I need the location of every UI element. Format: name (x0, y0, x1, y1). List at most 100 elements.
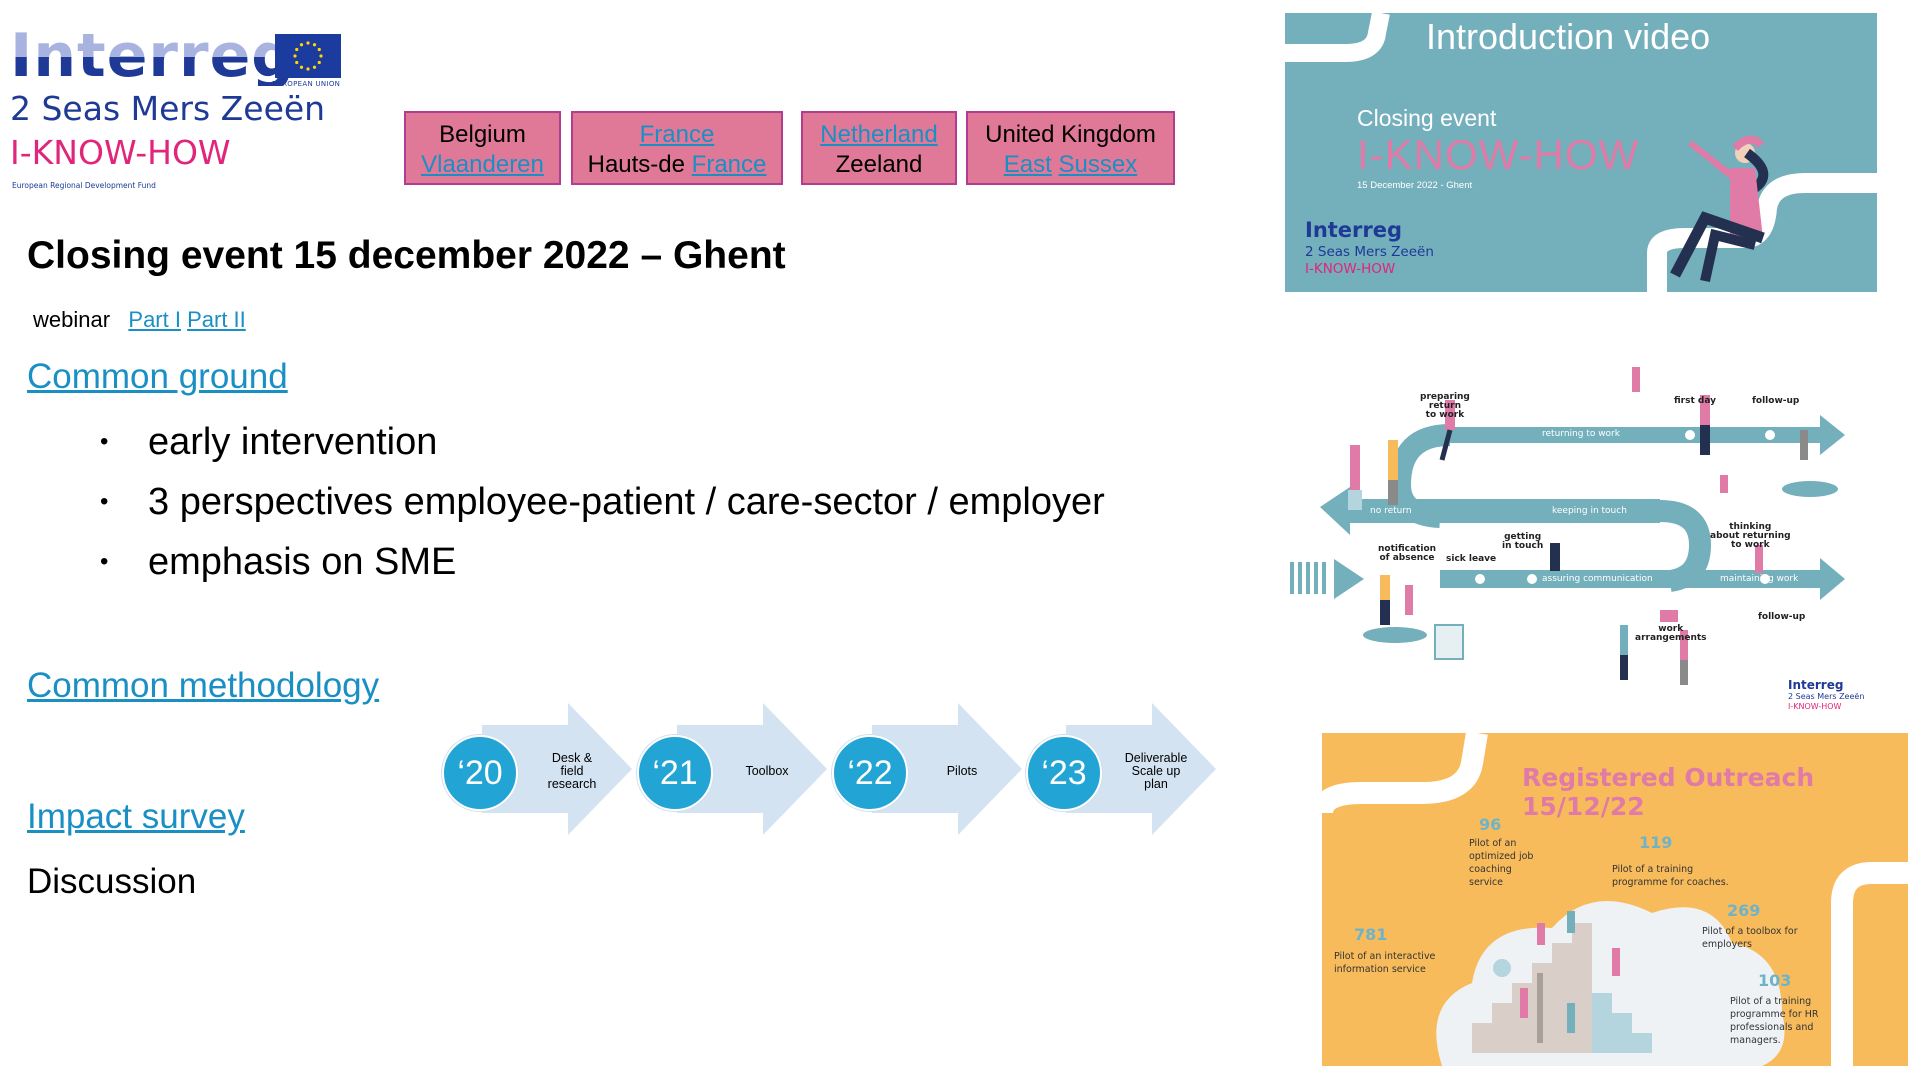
label-sick-leave: sick leave (1446, 554, 1497, 564)
label-maintaining-work: maintaining work (1720, 574, 1799, 584)
video-closing-label: Closing event (1357, 105, 1497, 131)
outreach-desc: Pilot of a toolbox for employers (1702, 926, 1798, 950)
bullet-icon: • (100, 488, 109, 515)
outreach-desc: Pilot of a training programme for coache… (1612, 864, 1729, 888)
outreach-value: 96 (1479, 815, 1502, 834)
video-logo-programme: 2 Seas Mers Zeeën (1305, 244, 1434, 260)
chevron-arrow-icon (1066, 703, 1216, 835)
eu-star-icon (295, 60, 299, 65)
eu-star-icon (317, 60, 321, 65)
outreach-desc: Pilot of an interactive information serv… (1334, 951, 1436, 975)
label-no-return: no return (1370, 506, 1412, 516)
timeline-year: ‘22 (832, 735, 908, 811)
region-box-belgium: Belgium Vlaanderen (404, 111, 561, 185)
timeline-year: ‘20 (442, 735, 518, 811)
chevron-arrow-icon (872, 703, 1022, 835)
impact-survey-link[interactable]: Impact survey (27, 797, 245, 836)
discussion-label: Discussion (27, 862, 197, 901)
webinar-row: webinar Part I Part II (33, 307, 246, 333)
label-work-arrangements: work arrangements (1635, 624, 1707, 643)
region-country: United Kingdom (985, 121, 1156, 148)
timeline-label: Pilots (946, 763, 978, 778)
eu-star-icon (319, 54, 323, 58)
people-illustration-icon (1348, 367, 1838, 685)
label-getting-in-touch: getting in touch (1502, 532, 1544, 551)
region-box-netherland: Netherland Zeeland (801, 111, 957, 185)
webinar-label: webinar (33, 307, 111, 332)
region-link-sussex[interactable]: Sussex (1058, 151, 1138, 178)
interreg-logo: Interreg (10, 21, 296, 91)
decorative-wave-icon (1285, 13, 1877, 292)
timeline-year: ‘23 (1026, 735, 1102, 811)
webinar-part2-link[interactable]: Part II (187, 307, 246, 332)
outreach-value: 781 (1354, 925, 1388, 944)
outreach-value: 119 (1639, 833, 1673, 852)
bullet-item: •early intervention (100, 420, 438, 463)
road-path-icon (1290, 367, 1845, 685)
eu-star-icon (299, 43, 304, 47)
label-follow-up-bottom: follow-up (1758, 612, 1806, 622)
label-first-day: first day (1674, 396, 1717, 406)
programme-name: 2 Seas Mers Zeeën (10, 89, 326, 128)
common-ground-link[interactable]: Common ground (27, 357, 288, 396)
timeline-label: Toolbox (745, 763, 789, 778)
video-project-name: I-KNOW-HOW (1357, 131, 1640, 178)
page-title: Closing event 15 december 2022 – Ghent (27, 234, 786, 277)
label-thinking-returning: thinking about returning to work (1710, 522, 1791, 550)
outreach-value: 103 (1758, 971, 1792, 990)
region-link-east[interactable]: East (1003, 151, 1052, 178)
cloud-stairs-illustration-icon (1436, 901, 1785, 1066)
introduction-video-thumbnail[interactable]: Introduction video Closing event I-KNOW-… (1285, 13, 1877, 292)
outreach-desc: Pilot of a training programme for HR pro… (1730, 996, 1819, 1046)
eu-star-icon (317, 47, 321, 52)
mini-logo-brand: Interreg (1788, 678, 1844, 692)
region-box-france: France Hauts-de France (571, 111, 783, 185)
timeline-step: ‘21 Toolbox (637, 703, 847, 835)
eu-star-icon (306, 67, 310, 71)
region-label: Hauts-de (587, 151, 692, 178)
label-assuring-communication: assuring communication (1542, 574, 1653, 584)
chevron-arrow-icon (677, 703, 827, 835)
region-label: Zeeland (835, 151, 923, 178)
common-methodology-link[interactable]: Common methodology (27, 666, 380, 705)
outreach-title: Registered Outreach 15/12/22 (1522, 763, 1815, 821)
label-follow-up-top: follow-up (1752, 396, 1800, 406)
region-link-netherland[interactable]: Netherland (820, 121, 938, 148)
region-box-uk: United Kingdom East Sussex (966, 111, 1175, 185)
eu-star-icon (312, 65, 317, 69)
mini-logo-programme: 2 Seas Mers Zeeën (1788, 692, 1865, 701)
region-link-hauts-de-france[interactable]: France (691, 151, 767, 178)
decorative-wave-icon (1322, 733, 1908, 1066)
eu-star-icon (299, 65, 304, 69)
bullet-list: •early intervention •3 perspectives empl… (100, 412, 1105, 592)
video-logo-brand: Interreg (1305, 218, 1403, 242)
webinar-part1-link[interactable]: Part I (128, 307, 181, 332)
eu-star-icon (306, 41, 310, 45)
eu-flag-icon (275, 34, 341, 78)
timeline-year: ‘21 (637, 735, 713, 811)
return-to-work-diagram: preparing return to work returning to wo… (1280, 355, 1880, 720)
label-notification: notification of absence (1378, 544, 1437, 563)
region-link-vlaanderen[interactable]: Vlaanderen (421, 151, 544, 178)
eu-star-icon (295, 47, 299, 52)
outreach-value: 269 (1727, 901, 1761, 920)
video-date: 15 December 2022 - Ghent (1357, 180, 1473, 191)
eu-star-icon (312, 43, 317, 47)
outreach-desc: Pilot of an optimized job coaching servi… (1469, 838, 1534, 888)
video-heading: Introduction video (1426, 16, 1711, 57)
bullet-item: •emphasis on SME (100, 540, 457, 583)
project-name: I-KNOW-HOW (10, 133, 231, 172)
fund-label: European Regional Development Fund (12, 181, 156, 190)
eu-star-icon (293, 54, 297, 58)
bullet-icon: • (100, 428, 109, 455)
woman-illustration-icon (1670, 135, 1769, 283)
timeline-step: ‘22 Pilots (832, 703, 1042, 835)
bullet-icon: • (100, 548, 109, 575)
region-link-france[interactable]: France (639, 121, 715, 148)
outreach-panel: Registered Outreach 15/12/22 96 Pilot of… (1322, 733, 1908, 1066)
chevron-arrow-icon (482, 703, 632, 835)
